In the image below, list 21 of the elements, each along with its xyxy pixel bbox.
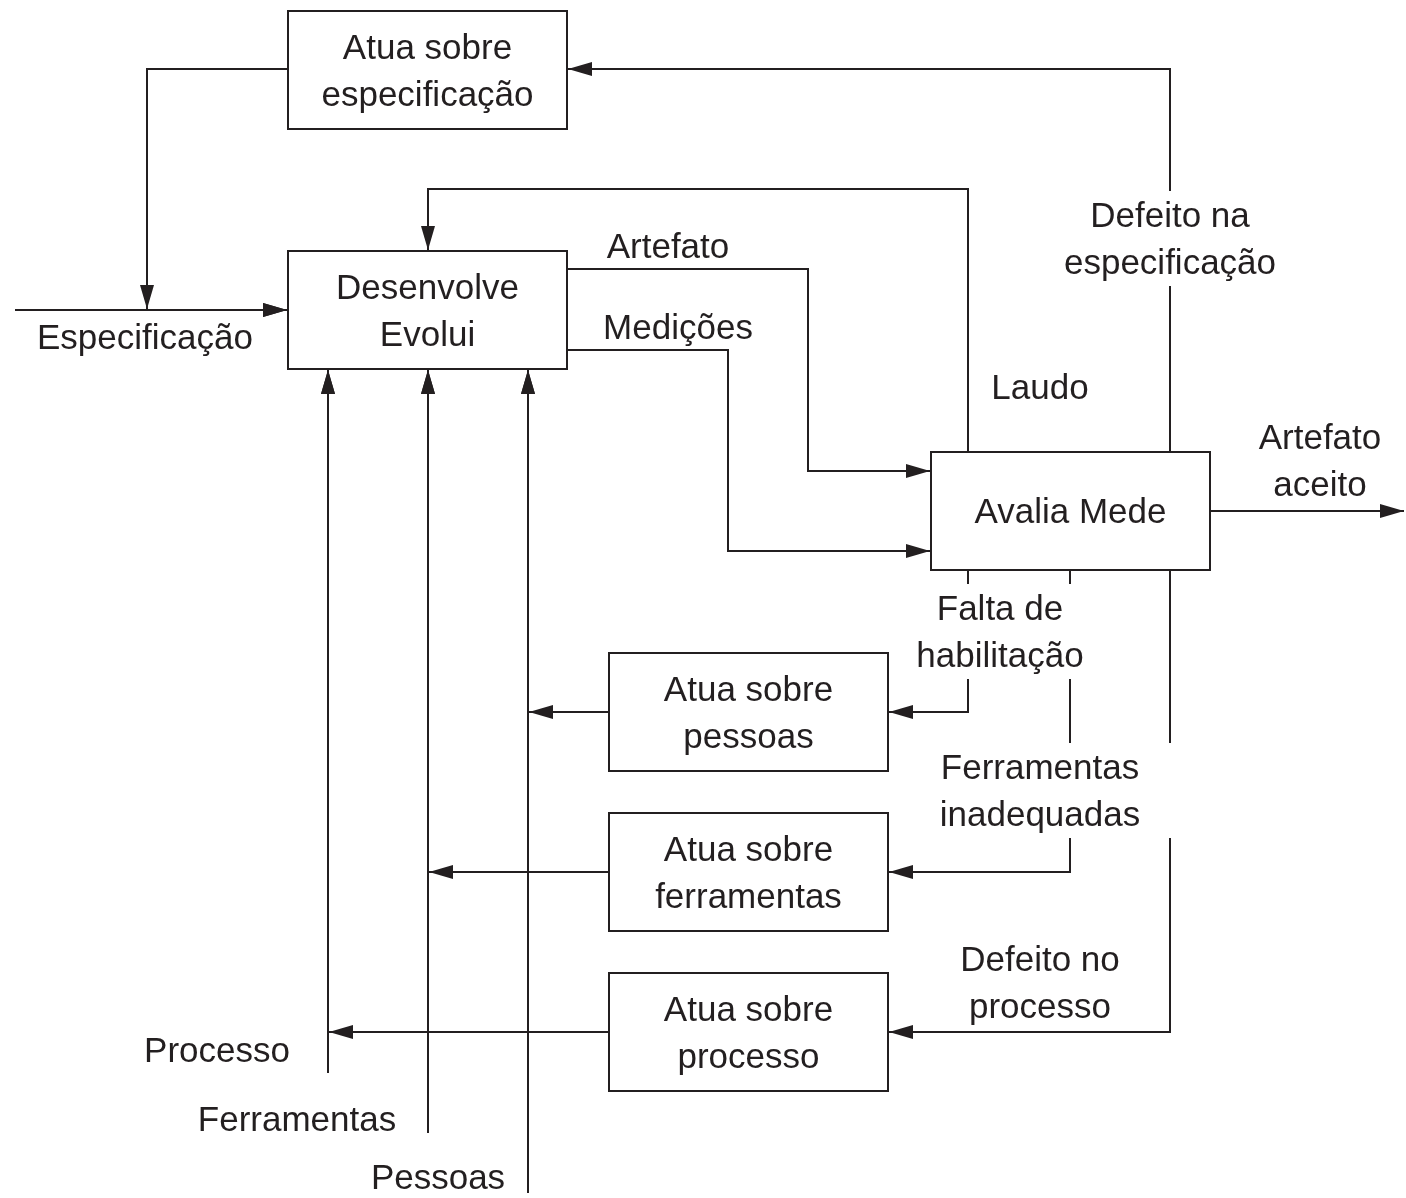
edge-label: Pessoas — [369, 1156, 507, 1198]
edge-label: Artefato aceito — [1257, 416, 1383, 506]
box-label: Atua sobre pessoas — [662, 667, 835, 757]
process-box — [287, 250, 568, 370]
box-label: Desenvolve Evolui — [335, 265, 520, 355]
edge-label: Artefato — [605, 225, 731, 267]
edge-label: Medições — [602, 306, 754, 348]
edge-label: Ferramentas — [196, 1098, 398, 1140]
box-label: Atua sobre processo — [662, 987, 835, 1077]
box-label: Avalia Mede — [974, 490, 1167, 533]
process-box — [930, 451, 1211, 571]
process-box — [608, 652, 889, 772]
process-box — [287, 10, 568, 130]
process-box — [608, 972, 889, 1092]
box-label: Atua sobre ferramentas — [654, 827, 843, 917]
edge-label: Processo — [143, 1029, 291, 1071]
edge-label: Especificação — [36, 316, 254, 358]
edge-label: Laudo — [990, 366, 1090, 408]
process-box — [608, 812, 889, 932]
edge-label: Defeito no processo — [959, 938, 1121, 1028]
box-label: Atua sobre especificação — [320, 25, 535, 115]
